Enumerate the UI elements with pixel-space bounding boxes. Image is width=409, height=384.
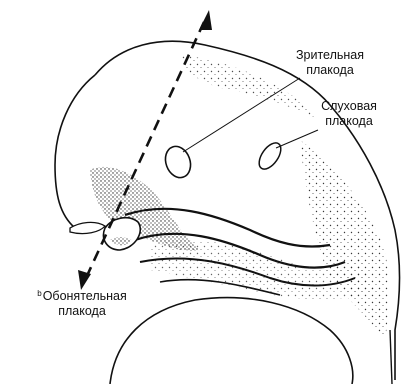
olfactory-placode-label: bОбонятельная плакода bbox=[26, 286, 138, 319]
otic-leader-line bbox=[276, 130, 318, 148]
otic-placode-label-line2: плакода bbox=[302, 114, 396, 129]
head-shading-right bbox=[300, 140, 389, 340]
optic-placode bbox=[161, 143, 194, 181]
olfactory-label-prefix: b bbox=[37, 289, 41, 298]
axis-arrowhead-top bbox=[199, 10, 212, 30]
body-curve bbox=[110, 298, 353, 384]
body-edge-right bbox=[390, 330, 392, 384]
otic-placode-label-line1: Слуховая bbox=[302, 99, 396, 114]
olfactory-placode-label-line1: Обонятельная bbox=[43, 289, 127, 303]
olfactory-placode-label-line2: плакода bbox=[26, 304, 138, 319]
optic-placode-label-line1: Зрительная bbox=[283, 48, 377, 63]
head-back-outline bbox=[55, 75, 95, 228]
nasal-process bbox=[70, 222, 105, 233]
optic-placode-label: Зрительная плакода bbox=[283, 48, 377, 78]
otic-placode bbox=[255, 139, 285, 173]
otic-placode-label: Слуховая плакода bbox=[302, 99, 396, 129]
optic-placode-label-line2: плакода bbox=[283, 63, 377, 78]
